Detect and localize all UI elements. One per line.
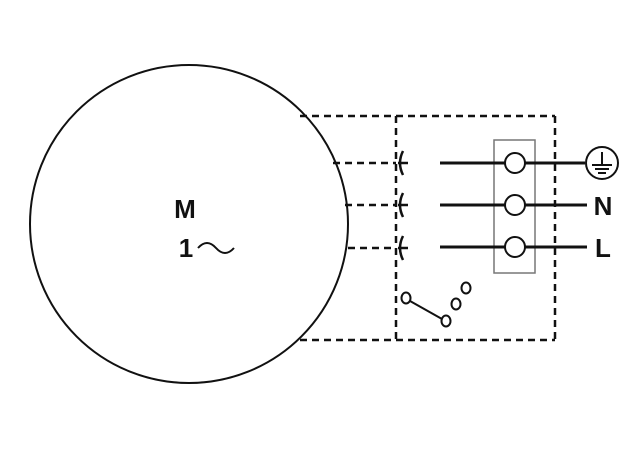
motor-symbol: M xyxy=(174,194,196,224)
terminal-block xyxy=(440,139,587,274)
speed-selector-switch-icon xyxy=(400,281,472,328)
switch-lever xyxy=(409,300,443,320)
terminal-screw-line xyxy=(504,236,526,258)
terminal-screw-earth xyxy=(504,152,526,174)
ground-earth-icon xyxy=(585,146,619,180)
switch-contact-2 xyxy=(450,297,462,311)
motor-phase-count: 1 xyxy=(179,233,193,263)
switch-contact-3 xyxy=(460,281,472,295)
switch-contact-1 xyxy=(440,314,452,328)
neutral-label: N xyxy=(594,191,613,221)
line-label: L xyxy=(595,233,611,263)
plug-connectors xyxy=(398,150,408,261)
ac-wave-icon xyxy=(197,242,235,254)
switch-pivot-contact xyxy=(400,291,412,305)
terminal-screw-neutral xyxy=(504,194,526,216)
connection-box xyxy=(300,114,557,342)
motor: M 1 xyxy=(29,64,349,384)
motor-circle xyxy=(29,64,349,384)
